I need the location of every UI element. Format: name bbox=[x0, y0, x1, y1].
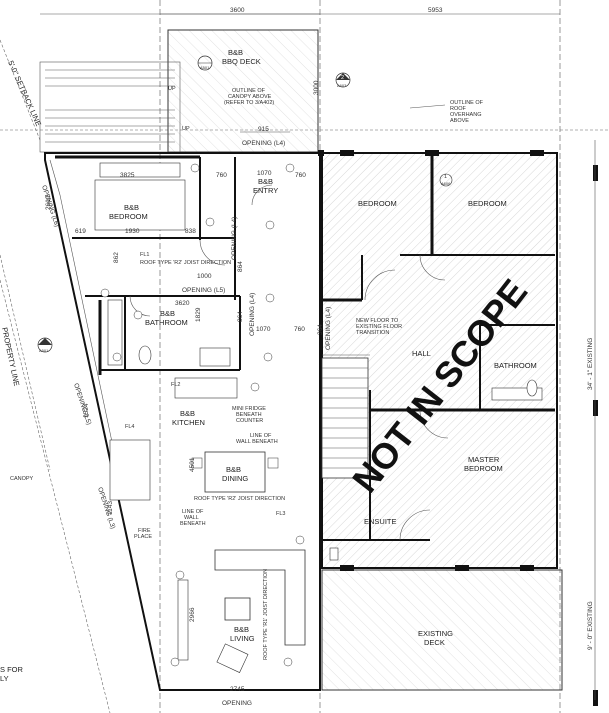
bathroom-label: BATHROOM bbox=[494, 361, 537, 370]
fl1-tag: FL1 bbox=[140, 252, 149, 258]
bedroom-1-label: BEDROOM bbox=[358, 199, 397, 208]
svg-text:OPENING (L4): OPENING (L4) bbox=[242, 140, 285, 147]
svg-text:OPENING (L4): OPENING (L4) bbox=[325, 307, 332, 350]
svg-text:1070: 1070 bbox=[257, 170, 272, 177]
ensuite-label: ENSUITE bbox=[364, 517, 397, 526]
svg-text:1829: 1829 bbox=[195, 307, 202, 322]
section-mark-2: 2 A603 bbox=[335, 72, 351, 88]
svg-text:760: 760 bbox=[294, 326, 305, 333]
svg-text:1000: 1000 bbox=[197, 273, 212, 280]
svg-text:862: 862 bbox=[113, 252, 120, 263]
svg-text:619: 619 bbox=[75, 228, 86, 235]
stair bbox=[321, 357, 369, 479]
property-line-label: PROPERTY LINE bbox=[0, 327, 21, 387]
sec-1-ref: A606 bbox=[441, 181, 451, 186]
svg-text:3620: 3620 bbox=[175, 300, 190, 307]
bnb-outer-walls bbox=[44, 152, 321, 691]
stair-treads bbox=[45, 69, 175, 143]
svg-text:OPENING (L4): OPENING (L4) bbox=[249, 293, 256, 336]
svg-text:2745: 2745 bbox=[230, 686, 245, 693]
up-label: UP bbox=[168, 86, 176, 92]
svg-text:2610: 2610 bbox=[45, 195, 52, 210]
svg-text:1524: 1524 bbox=[83, 403, 90, 418]
interior-dimensions: 3825 760 1070 760 2610 619 1930 838 862 … bbox=[45, 170, 324, 693]
svg-text:364: 364 bbox=[317, 324, 324, 335]
svg-text:760: 760 bbox=[295, 172, 306, 179]
svg-text:838: 838 bbox=[185, 228, 196, 235]
bedroom-2-label: BEDROOM bbox=[468, 199, 507, 208]
fl2-tag: FL2 bbox=[171, 382, 180, 388]
sec-1-tag: 1 bbox=[444, 174, 447, 180]
svg-text:OPENING (L5): OPENING (L5) bbox=[182, 287, 225, 294]
svg-text:1930: 1930 bbox=[125, 228, 140, 235]
svg-text:864: 864 bbox=[237, 261, 244, 272]
dim-3600: 3600 bbox=[230, 7, 245, 14]
svg-text:4501: 4501 bbox=[189, 457, 196, 472]
canopy-label: CANOPY bbox=[10, 476, 34, 482]
dim-5953: 5953 bbox=[428, 7, 443, 14]
up-label-2: UP bbox=[182, 126, 190, 132]
dim-34ft: 34' - 1" EXISTING bbox=[587, 338, 594, 390]
fl3-tag: FL3 bbox=[276, 511, 285, 517]
svg-text:OPENING (L6): OPENING (L6) bbox=[40, 184, 60, 227]
svg-text:5'-0" SETBACK LINE: 5'-0" SETBACK LINE bbox=[6, 59, 43, 127]
tag-bubbles bbox=[100, 163, 305, 667]
svg-text:PROPERTY LINE: PROPERTY LINE bbox=[0, 327, 21, 387]
roof-type-note-2: ROOF TYPE 'R2' JOIST DIRECTION bbox=[194, 496, 285, 502]
dim-9ft: 9' - 0" EXISTING bbox=[587, 601, 594, 650]
opening-l4-top: 915 OPENING (L4) bbox=[240, 126, 290, 147]
svg-text:A603: A603 bbox=[337, 83, 347, 88]
section-mark-left: A501 bbox=[37, 337, 53, 353]
svg-text:OPENING (L4): OPENING (L4) bbox=[231, 217, 238, 260]
right-dimensions: 34' - 1" EXISTING 9' - 0" EXISTING bbox=[587, 140, 596, 700]
svg-text:1070: 1070 bbox=[256, 326, 271, 333]
setback-label: 5'-0" SETBACK LINE bbox=[6, 59, 43, 127]
svg-text:1143: 1143 bbox=[107, 501, 114, 515]
svg-text:2: 2 bbox=[341, 75, 344, 81]
roof-type-note-1: ROOF TYPE 'R2' JOIST DIRECTION bbox=[140, 260, 231, 266]
svg-text:760: 760 bbox=[216, 172, 227, 179]
svg-text:864: 864 bbox=[237, 311, 244, 322]
svg-text:3825: 3825 bbox=[120, 172, 135, 179]
svg-text:915: 915 bbox=[258, 126, 269, 133]
deck-ref-tag: A501 bbox=[200, 65, 210, 70]
hall-label: HALL bbox=[412, 349, 431, 358]
svg-text:2966: 2966 bbox=[189, 607, 196, 622]
fl4-tag: FL4 bbox=[125, 424, 134, 430]
svg-text:OPENING: OPENING bbox=[222, 700, 252, 707]
svg-text:A501: A501 bbox=[39, 348, 49, 353]
roof-type-note-3: ROOF TYPE 'R1' JOIST DIRECTION bbox=[263, 569, 269, 660]
